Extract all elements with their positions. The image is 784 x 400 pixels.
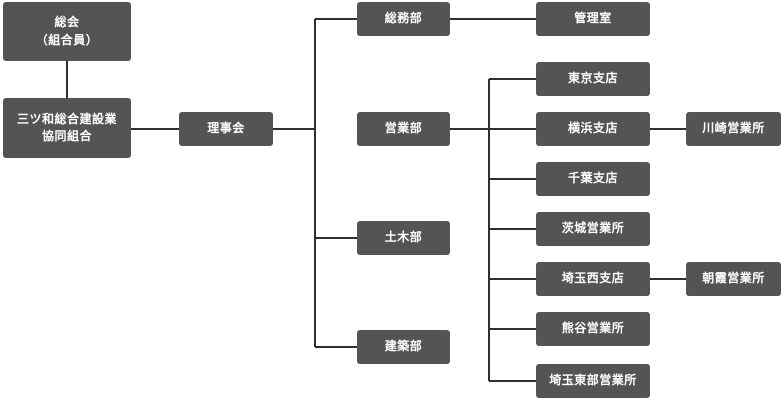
node-tokyo-branch: 東京支店	[536, 62, 650, 96]
node-ibaraki-office: 茨城営業所	[536, 212, 650, 246]
node-saitama-west-branch: 埼玉西支店	[536, 262, 650, 296]
node-asaka-office: 朝霞営業所	[686, 262, 781, 296]
node-board: 理事会	[179, 112, 273, 146]
union-name-line2: 協同組合	[41, 129, 92, 143]
node-saitama-east-office: 埼玉東部営業所	[536, 364, 650, 398]
general-meeting-subtitle: （組合員）	[35, 32, 99, 47]
node-kawasaki-office: 川崎営業所	[686, 112, 781, 146]
node-management-office: 管理室	[536, 2, 650, 36]
node-civil: 土木部	[357, 221, 450, 255]
union-name-line1: 三ツ和総合建設業	[16, 111, 117, 126]
node-chiba-branch: 千葉支店	[536, 162, 650, 196]
node-construction: 建築部	[357, 330, 450, 364]
node-general-affairs: 総務部	[357, 2, 450, 36]
node-general-meeting: 総会 （組合員）	[3, 2, 131, 61]
node-yokohama-branch: 横浜支店	[536, 112, 650, 146]
general-meeting-title: 総会	[54, 15, 80, 30]
node-sales: 営業部	[357, 112, 450, 146]
node-kumagaya-office: 熊谷営業所	[536, 312, 650, 346]
node-union: 三ツ和総合建設業 協同組合	[3, 98, 131, 158]
